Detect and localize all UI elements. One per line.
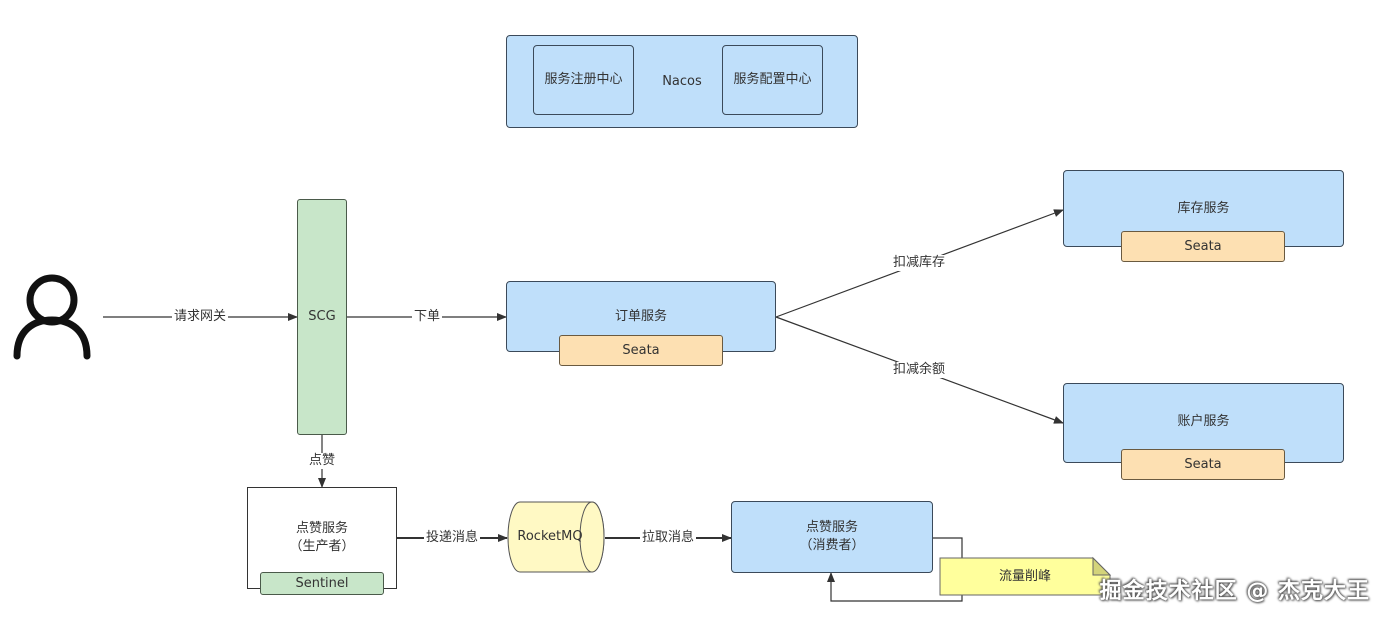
rocketmq-cylinder [507,501,605,573]
edge-self-loop [827,537,963,602]
edge-label-deduct-inventory: 扣减库存 [890,255,948,271]
like-producer-label: 点赞服务 （生产者） [289,521,355,554]
watermark: 掘金技术社区 @ 杰克大王 [1099,579,1370,604]
edge-label-like: 点赞 [306,453,338,469]
edge-label-request-gateway: 请求网关 [171,309,229,325]
rocketmq-label: RocketMQ [517,529,583,544]
account-seata: Seata [1121,449,1285,480]
service-registry-label: 服务注册中心 [544,72,623,87]
note-shape [939,556,1112,596]
like-consumer-service: 点赞服务 （消费者） [731,501,933,573]
edge-label-pull-message: 拉取消息 [639,530,697,546]
order-service-label: 订单服务 [614,309,667,324]
account-service-label: 账户服务 [1177,414,1230,429]
order-seata-label: Seata [622,342,660,358]
inventory-seata-label: Seata [1184,238,1222,254]
like-consumer-label: 点赞服务 （消费者） [799,520,865,553]
traffic-shaving-label: 流量削峰 [998,568,1051,584]
edge-label-place-order: 下单 [411,309,443,325]
service-config-box: 服务配置中心 [722,45,823,115]
user-icon [13,274,91,360]
scg-gateway: SCG [297,199,347,435]
inventory-service-label: 库存服务 [1177,201,1230,216]
edge-label-deliver-message: 投递消息 [423,530,481,546]
inventory-seata: Seata [1121,231,1285,262]
producer-sentinel: Sentinel [260,572,384,595]
producer-sentinel-label: Sentinel [295,575,349,591]
service-config-label: 服务配置中心 [733,72,812,87]
order-seata: Seata [559,335,723,366]
traffic-shaving-note: 流量削峰 [940,558,1110,595]
edge-label-deduct-balance: 扣减余额 [890,362,948,378]
nacos-label: Nacos [662,73,702,89]
account-seata-label: Seata [1184,456,1222,472]
rocketmq-box: RocketMQ [508,502,592,572]
service-registry-box: 服务注册中心 [533,45,634,115]
scg-label: SCG [308,309,336,324]
